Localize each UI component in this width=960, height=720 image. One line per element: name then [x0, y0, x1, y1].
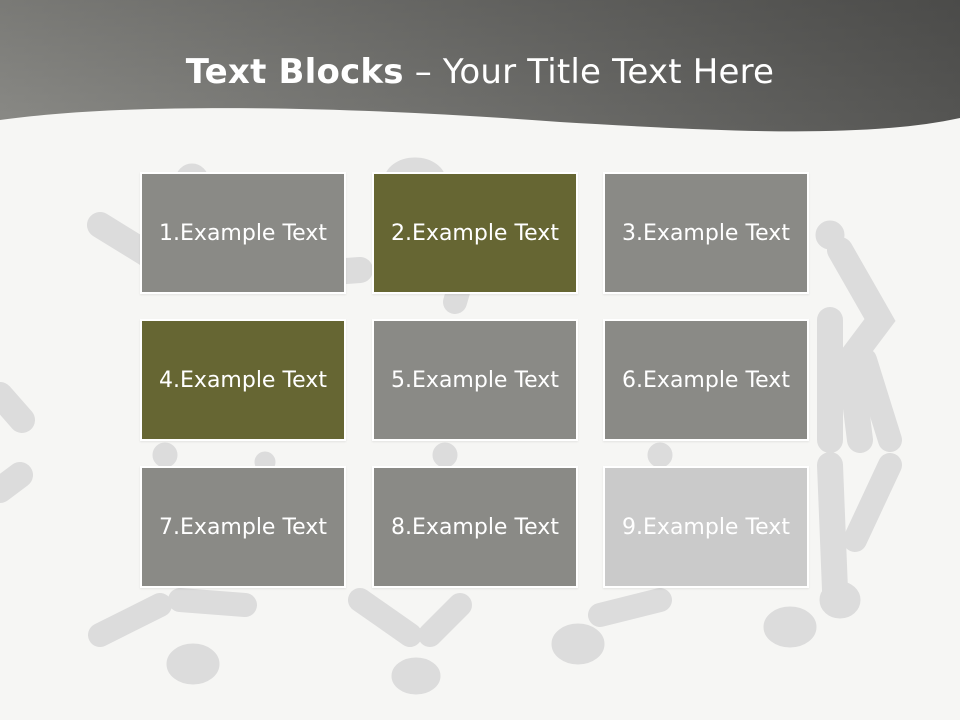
title-bold: Text Blocks [185, 52, 404, 92]
text-block-6: 6.Example Text [603, 319, 809, 441]
text-block-7: 7.Example Text [140, 466, 346, 588]
header-banner [0, 0, 960, 132]
text-block-1: 1.Example Text [140, 172, 346, 294]
text-block-8: 8.Example Text [372, 466, 578, 588]
text-block-label: 1.Example Text [159, 220, 327, 246]
text-block-label: 7.Example Text [159, 514, 327, 540]
text-block-label: 4.Example Text [159, 367, 327, 393]
text-block-5: 5.Example Text [372, 319, 578, 441]
text-block-label: 9.Example Text [622, 514, 790, 540]
slide-title: Text Blocks – Your Title Text Here [0, 52, 960, 92]
text-block-label: 6.Example Text [622, 367, 790, 393]
text-block-4: 4.Example Text [140, 319, 346, 441]
text-block-3: 3.Example Text [603, 172, 809, 294]
text-block-label: 3.Example Text [622, 220, 790, 246]
text-block-2: 2.Example Text [372, 172, 578, 294]
text-block-label: 8.Example Text [391, 514, 559, 540]
text-block-label: 5.Example Text [391, 367, 559, 393]
title-rest: Your Title Text Here [442, 52, 775, 92]
title-dash: – [403, 52, 443, 92]
text-block-label: 2.Example Text [391, 220, 559, 246]
text-block-9: 9.Example Text [603, 466, 809, 588]
